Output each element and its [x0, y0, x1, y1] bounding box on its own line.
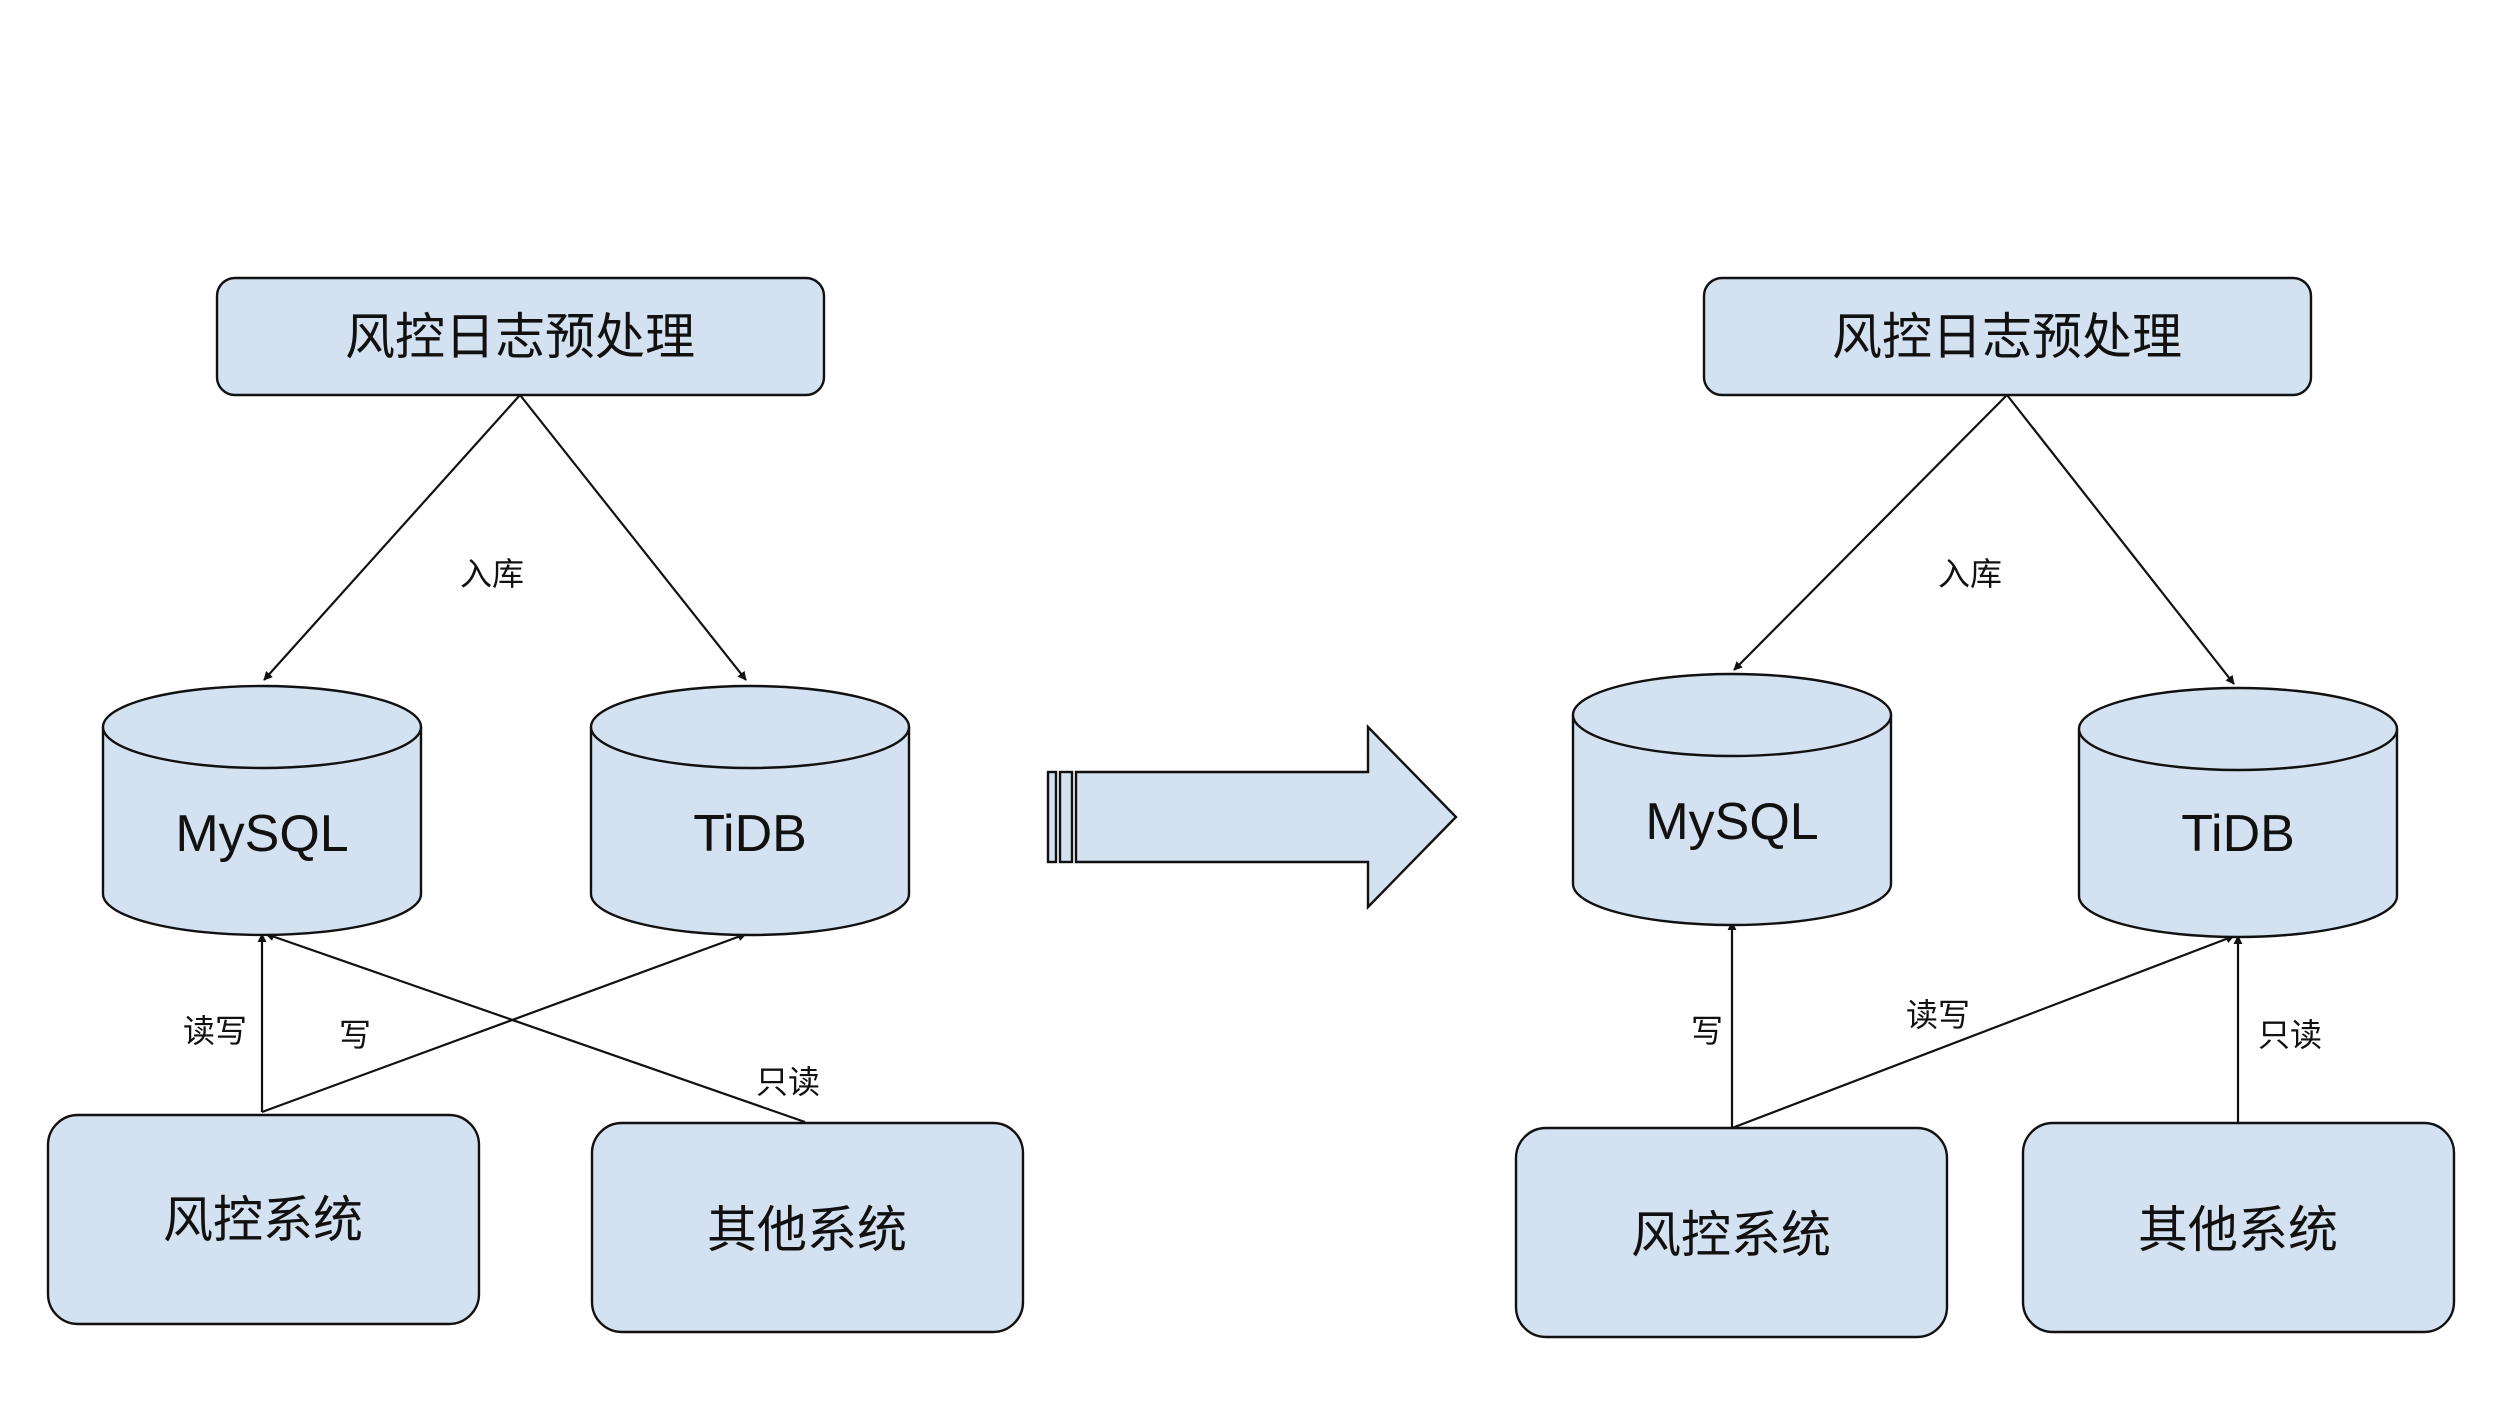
- risk-tidb-edge-label: 写: [339, 1016, 371, 1054]
- mysql-label: MySQL: [1645, 793, 1818, 851]
- risk-mysql-edge-label: 写: [1691, 1012, 1723, 1050]
- edge-preprocess-to-tidb: [2006, 394, 2235, 685]
- risk-mysql-edge-label: 读写: [183, 1012, 247, 1050]
- other-system-label: 其他系统: [707, 1201, 907, 1259]
- tidb-database: TiDB: [589, 684, 911, 937]
- preprocess-box: [215, 276, 826, 397]
- preprocess-box: [1702, 276, 2313, 397]
- other-tidb-edge-label: 只读: [2258, 1016, 2322, 1054]
- after-architecture: 风控日志预处理 MySQL TiDB 风控系统 其他系统 入库 写 读写 只读: [1514, 276, 2456, 1339]
- transition-arrow: [1046, 724, 1458, 910]
- preprocess-label: 风控日志预处理: [1832, 308, 2182, 366]
- other-mysql-edge-label: 只读: [756, 1063, 820, 1101]
- edge-risk-to-tidb: [261, 932, 747, 1114]
- ingest-edge-label: 入库: [460, 555, 524, 593]
- mysql-label: MySQL: [175, 805, 348, 863]
- other-system-label: 其他系统: [2138, 1201, 2338, 1259]
- mysql-database: MySQL: [101, 684, 423, 937]
- ingest-edge-label: 入库: [1938, 555, 2002, 593]
- edge-preprocess-to-mysql: [263, 394, 521, 681]
- risk-system-label: 风控系统: [163, 1191, 363, 1249]
- edge-risk-to-tidb: [1731, 934, 2235, 1130]
- risk-tidb-edge-label: 读写: [1906, 996, 1970, 1034]
- other-system-box: [2021, 1121, 2456, 1334]
- risk-system-box: [46, 1113, 481, 1326]
- edge-preprocess-to-mysql: [1733, 394, 2008, 671]
- before-architecture: 风控日志预处理 MySQL TiDB 风控系统 其他系统 入库 读写 写 只读: [46, 276, 1025, 1334]
- risk-system-box: [1514, 1126, 1949, 1339]
- tidb-label: TiDB: [693, 805, 807, 863]
- tidb-label: TiDB: [2181, 805, 2295, 863]
- risk-system-label: 风控系统: [1631, 1206, 1831, 1264]
- preprocess-label: 风控日志预处理: [345, 308, 695, 366]
- mysql-database: MySQL: [1571, 672, 1893, 927]
- edge-other-to-mysql: [265, 932, 806, 1124]
- tidb-database: TiDB: [2077, 686, 2399, 939]
- edge-preprocess-to-tidb: [519, 394, 747, 681]
- other-system-box: [590, 1121, 1025, 1334]
